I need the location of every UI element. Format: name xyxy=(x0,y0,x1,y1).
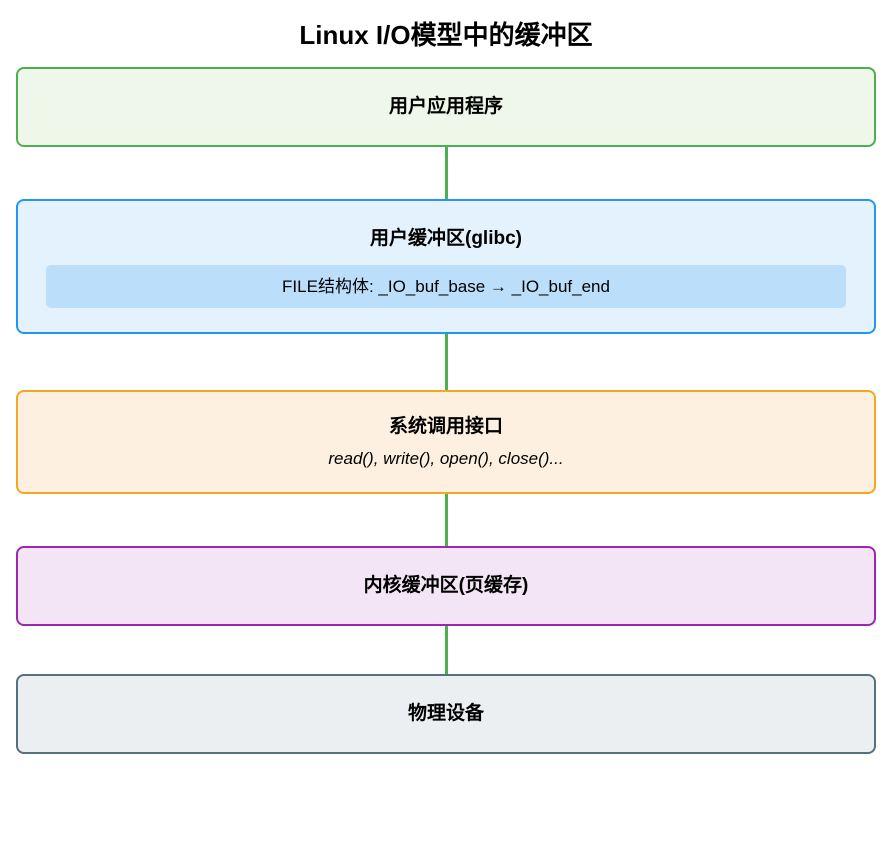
page-title: Linux I/O模型中的缓冲区 xyxy=(299,20,593,50)
node-subtitle-syscall-functions: read(), write(), open(), close()... xyxy=(328,449,564,469)
node-title-user-buffer: 用户缓冲区(glibc) xyxy=(370,228,522,250)
node-user-buffer[interactable]: 用户缓冲区(glibc) FILE结构体: _IO_buf_base → _IO… xyxy=(16,199,876,335)
node-kernel-buffer[interactable]: 内核缓冲区(页缓存) xyxy=(16,546,876,627)
connector-app-to-userbuffer xyxy=(444,147,448,200)
node-title-syscall-interface: 系统调用接口 xyxy=(388,415,503,437)
connector-userbuffer-to-syscall xyxy=(444,334,448,391)
node-title-kernel-buffer: 内核缓冲区(页缓存) xyxy=(363,575,529,597)
connector-kernelbuffer-to-device xyxy=(444,626,448,675)
node-physical-device[interactable]: 物理设备 xyxy=(16,674,876,755)
node-title-physical-device: 物理设备 xyxy=(407,703,484,725)
node-syscall-interface[interactable]: 系统调用接口 read(), write(), open(), close().… xyxy=(16,390,876,495)
node-title-user-application: 用户应用程序 xyxy=(388,96,503,118)
file-struct-detail-bar: FILE结构体: _IO_buf_base → _IO_buf_end xyxy=(46,264,846,309)
node-user-application[interactable]: 用户应用程序 xyxy=(16,67,876,148)
connector-syscall-to-kernelbuffer xyxy=(444,494,448,547)
flowchart: 用户应用程序 用户缓冲区(glibc) FILE结构体: _IO_buf_bas… xyxy=(0,67,892,755)
